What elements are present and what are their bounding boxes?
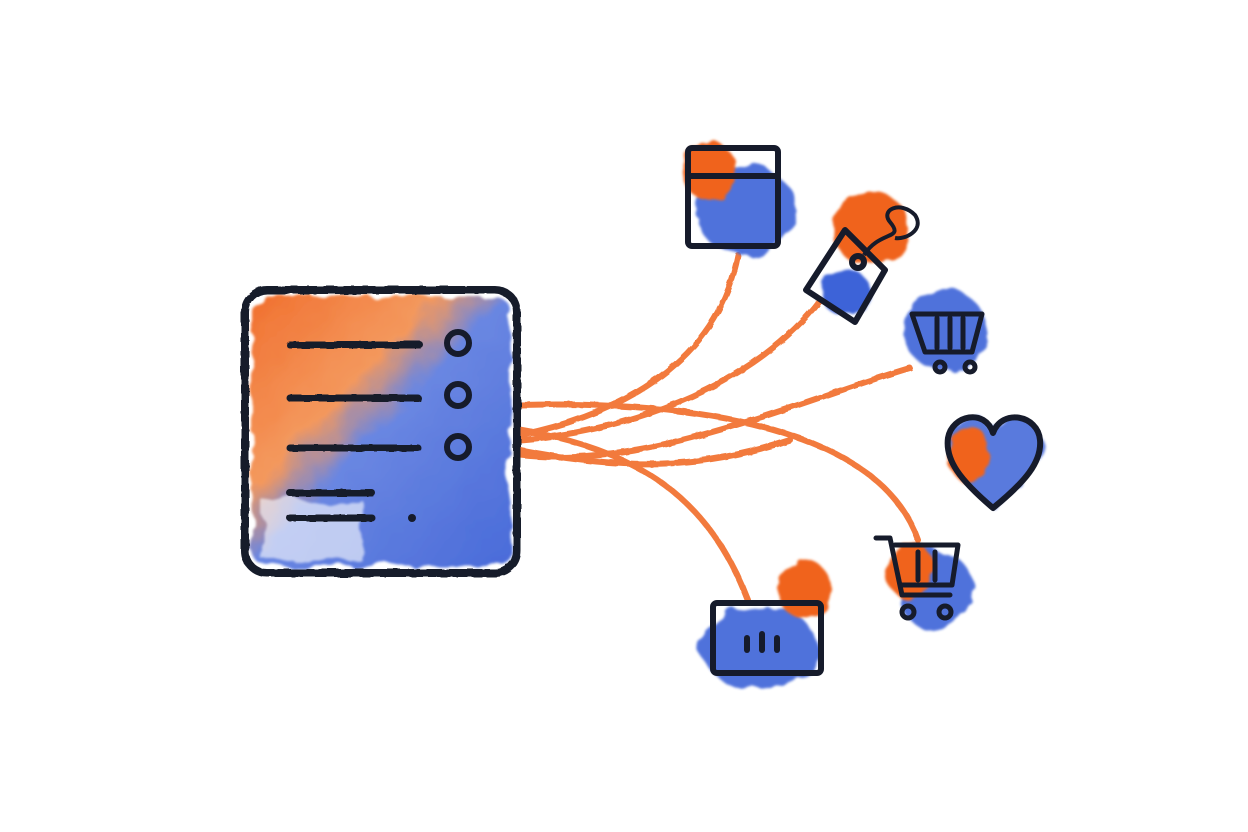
shopping-cart-icon — [903, 290, 987, 375]
connector-lines — [517, 252, 921, 603]
price-tag-icon — [803, 190, 920, 325]
connector-extra — [517, 437, 793, 467]
server-list-icon — [241, 286, 521, 577]
connector-monitor — [517, 427, 751, 603]
heart-icon — [944, 414, 1044, 511]
box-icon — [682, 140, 795, 255]
shopping-cart-icon — [873, 535, 973, 630]
connector-tag — [517, 297, 823, 443]
connector-box — [517, 252, 741, 438]
connector-cart-bottom — [517, 401, 921, 543]
monitor-icon — [702, 560, 831, 690]
